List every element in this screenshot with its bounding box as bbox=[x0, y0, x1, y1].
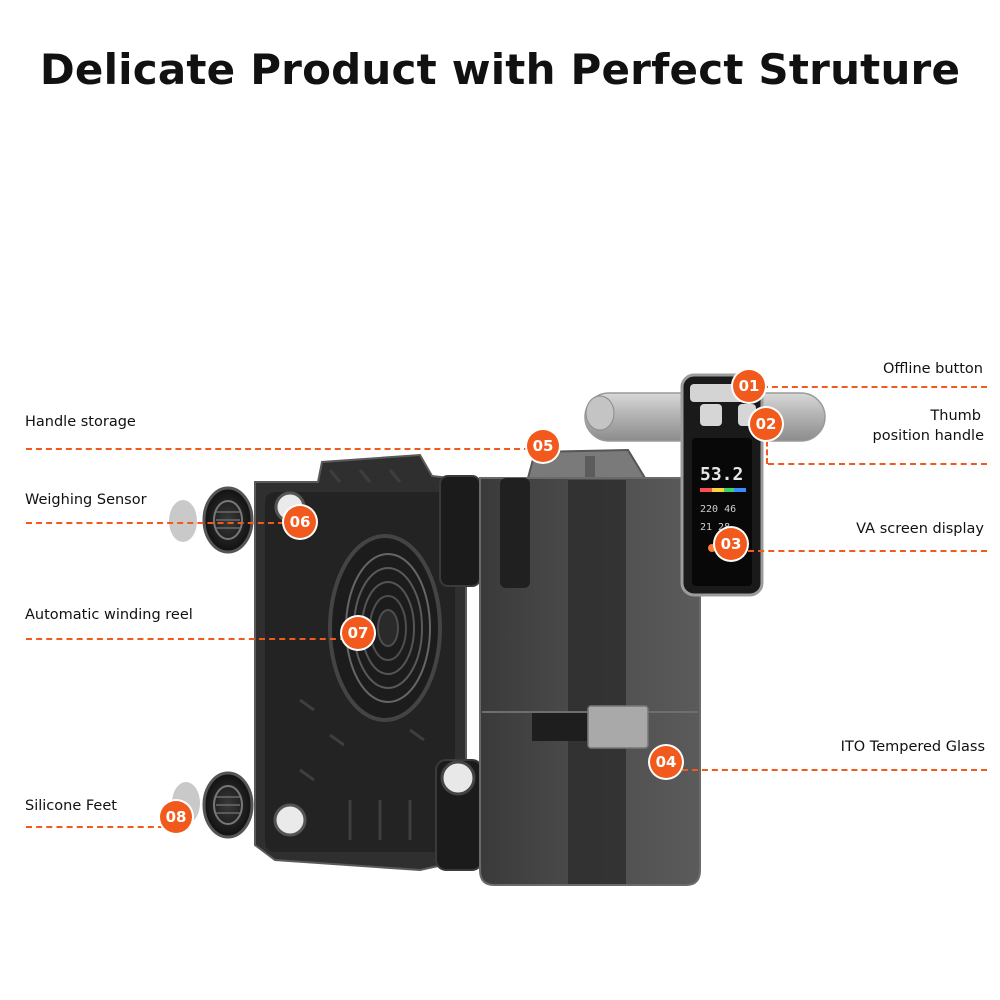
label-weighing-sensor: Weighing Sensor bbox=[25, 492, 147, 508]
label-automatic-winding-reel: Automatic winding reel bbox=[25, 607, 193, 623]
callout-line-02 bbox=[768, 463, 987, 465]
callout-badge-03: 03 bbox=[715, 528, 747, 560]
callout-badge-06: 06 bbox=[284, 506, 316, 538]
svg-text:21 28: 21 28 bbox=[700, 522, 730, 533]
callout-badge-02: 02 bbox=[750, 408, 782, 440]
label-handle-storage: Handle storage bbox=[25, 414, 136, 430]
callout-badge-08: 08 bbox=[160, 801, 192, 833]
weighing-sensor bbox=[169, 486, 254, 554]
callout-line-01 bbox=[762, 386, 987, 388]
callout-badge-07: 07 bbox=[342, 617, 374, 649]
callout-line-07 bbox=[26, 638, 346, 640]
callout-line-02-vertical bbox=[766, 432, 768, 464]
callout-badge-04: 04 bbox=[650, 746, 682, 778]
svg-text:53.2: 53.2 bbox=[700, 464, 743, 485]
callout-line-06 bbox=[26, 522, 284, 524]
label-thumb-line1: Thumb bbox=[930, 408, 981, 424]
callout-line-05 bbox=[26, 448, 530, 450]
callout-badge-05: 05 bbox=[527, 430, 559, 462]
page-title: Delicate Product with Perfect Struture bbox=[39, 45, 961, 94]
label-va-screen-display: VA screen display bbox=[856, 521, 984, 537]
svg-text:220 46: 220 46 bbox=[700, 504, 736, 515]
winding-reel bbox=[328, 534, 442, 722]
label-offline-button: Offline button bbox=[882, 361, 983, 377]
side-modules bbox=[435, 475, 483, 871]
callout-badge-01: 01 bbox=[733, 370, 765, 402]
label-ito-tempered-glass: ITO Tempered Glass bbox=[840, 739, 985, 755]
callout-line-08 bbox=[26, 826, 164, 828]
tempered-glass-panel bbox=[479, 477, 701, 886]
callout-line-03 bbox=[748, 550, 987, 552]
label-silicone-feet: Silicone Feet bbox=[25, 798, 117, 814]
callout-line-04 bbox=[682, 769, 987, 771]
label-thumb-line2: position handle bbox=[872, 428, 984, 444]
